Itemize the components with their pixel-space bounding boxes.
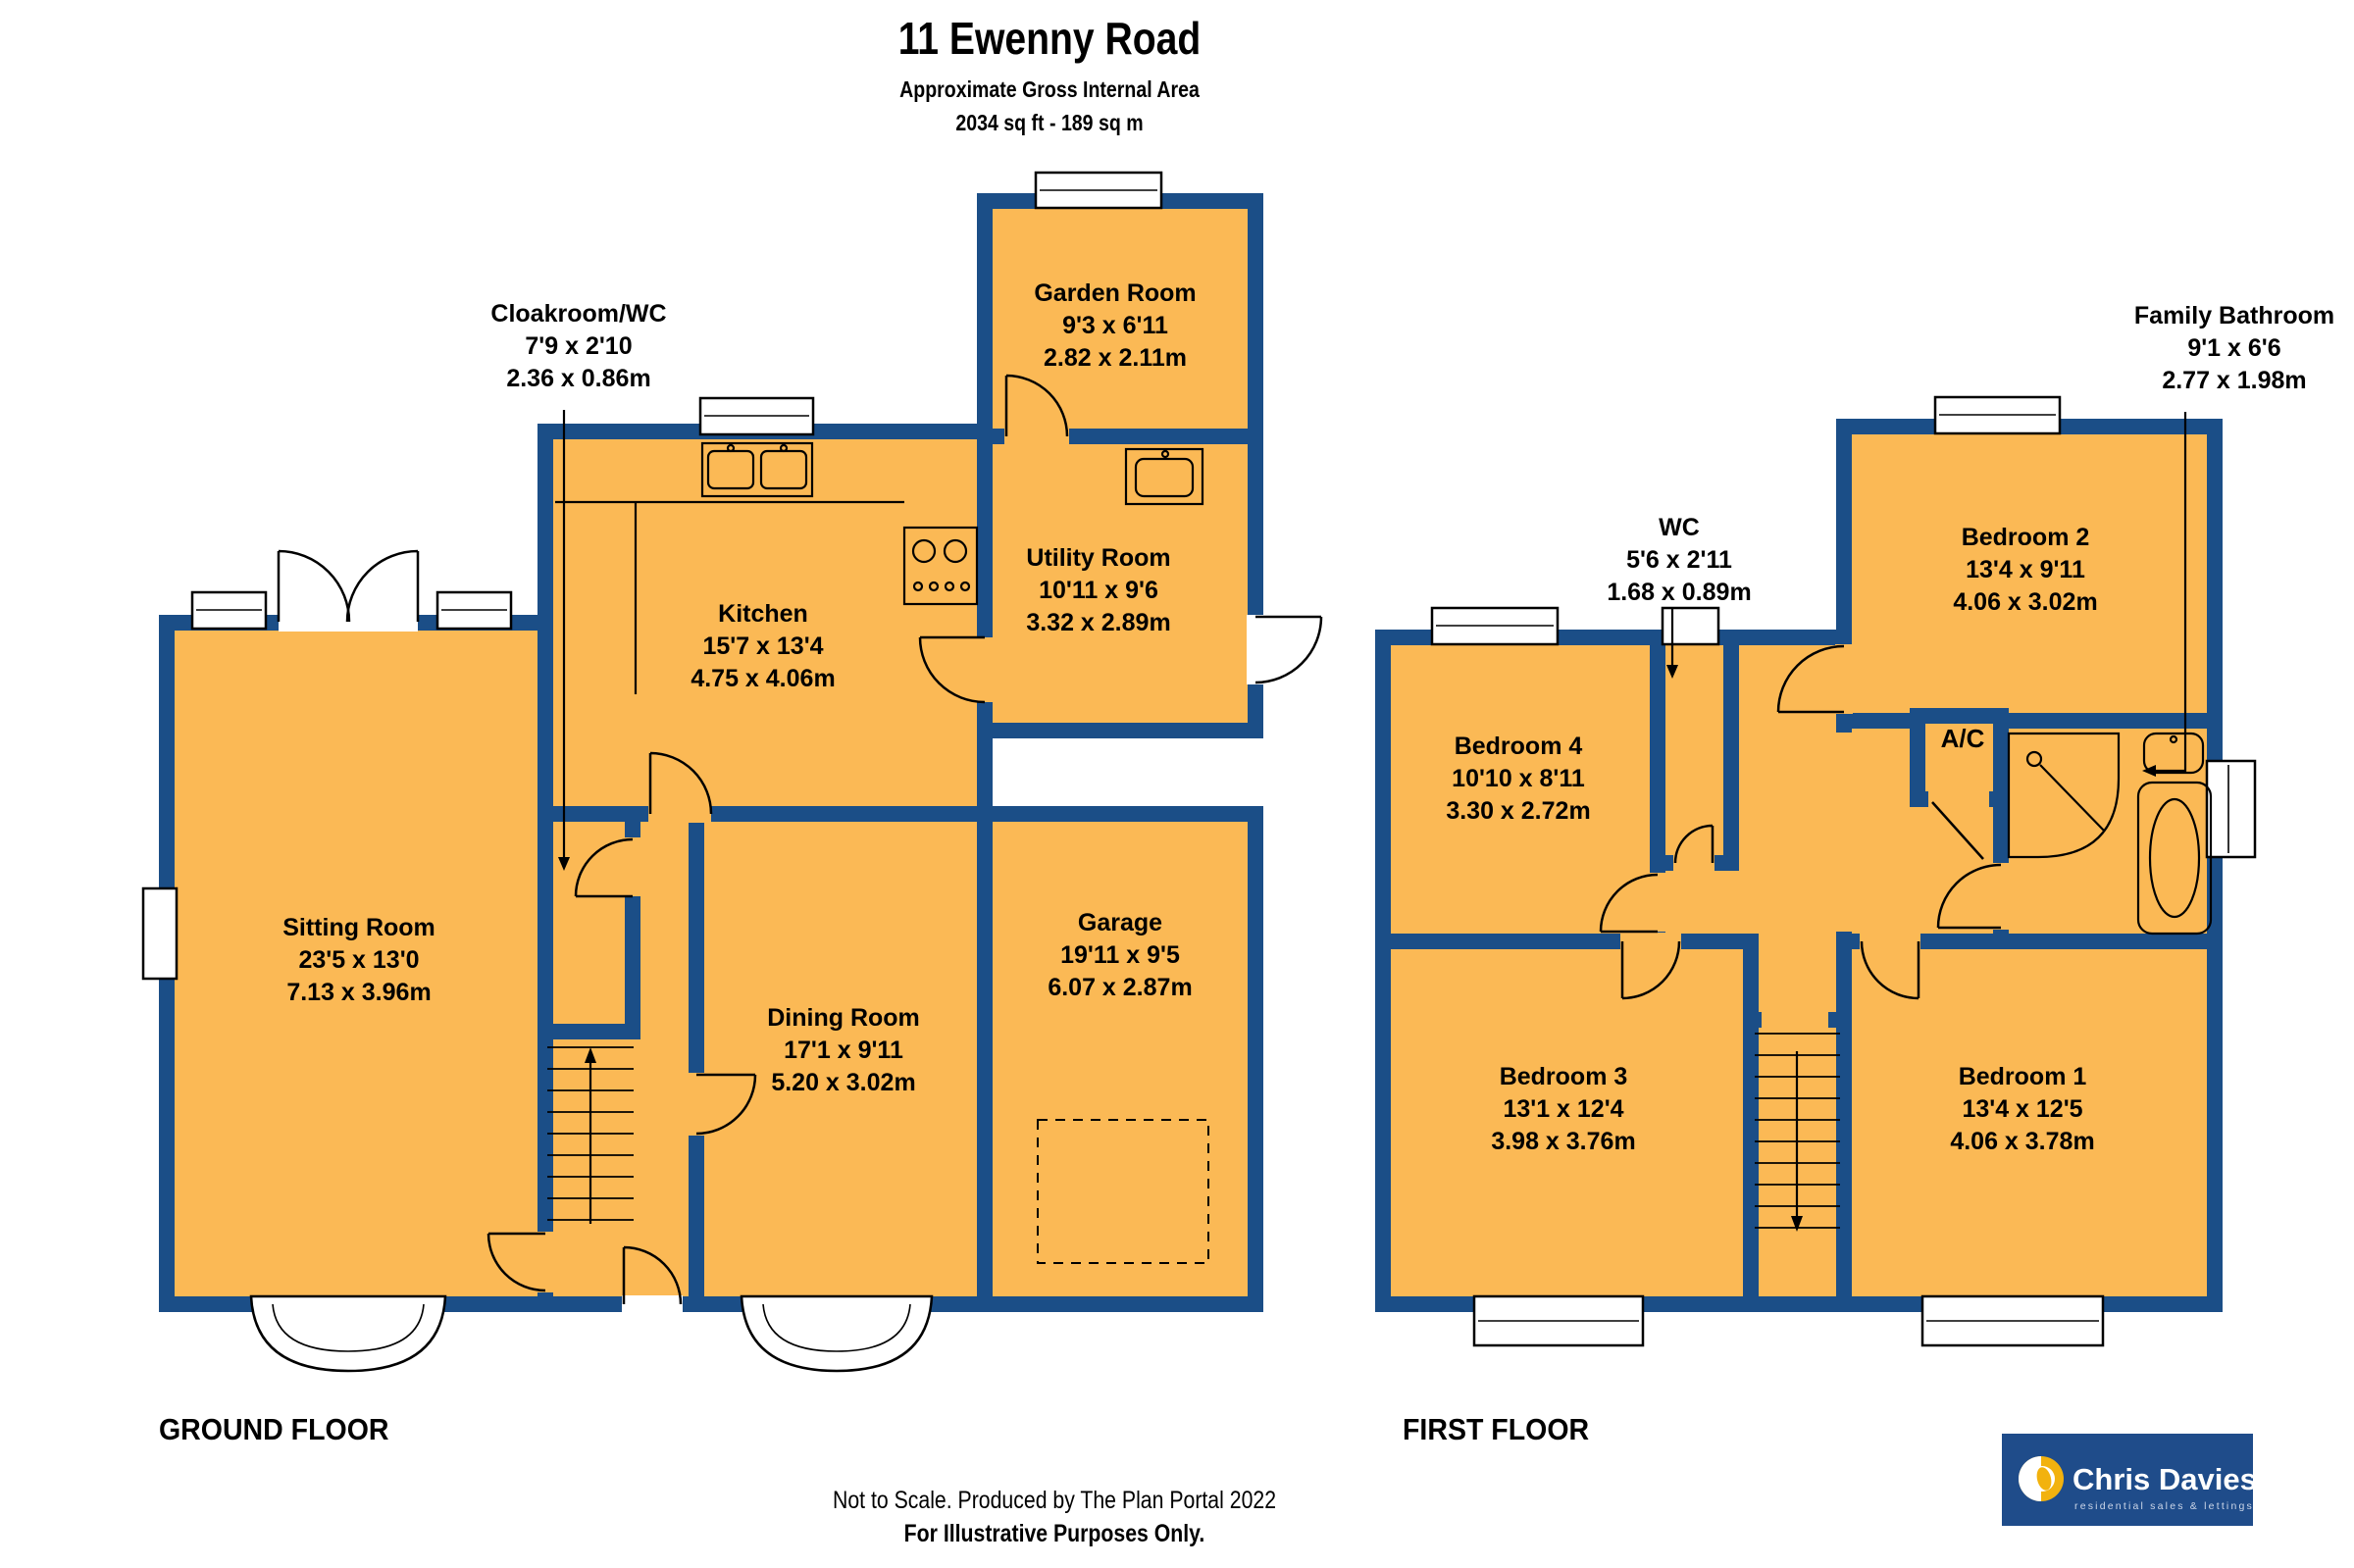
hob-icon <box>902 526 979 606</box>
utility-sink-icon <box>1124 447 1204 506</box>
label-dining-room: Dining Room 17'1 x 9'11 5.20 x 3.02m <box>767 1004 920 1096</box>
garage-door-outline <box>1037 1119 1209 1264</box>
kitchen-sink-icon <box>700 441 814 498</box>
label-bedroom-4: Bedroom 4 10'10 x 8'11 3.30 x 2.72m <box>1446 733 1591 825</box>
bay-window <box>740 1294 934 1373</box>
stairs-down-arrow <box>1791 1216 1803 1232</box>
label-utility-room: Utility Room 10'11 x 9'6 3.32 x 2.89m <box>1026 544 1171 636</box>
door-dining <box>695 1073 757 1136</box>
cloakroom-leader-arrow <box>558 410 570 871</box>
door-kitchen-utility <box>918 635 986 704</box>
chimney-recess <box>141 886 179 981</box>
first-floor-title: FIRST FLOOR <box>1403 1412 1590 1446</box>
ground-floor-door-openings <box>279 428 1264 1313</box>
bathroom-leader-arrow <box>2142 412 2187 777</box>
logo-tagline: residential sales & lettings <box>2074 1500 2253 1512</box>
ground-floor-doors <box>277 374 1323 1305</box>
door-bedroom1 <box>1860 940 1920 1000</box>
label-garden-room: Garden Room 9'3 x 6'11 2.82 x 2.11m <box>1034 279 1197 372</box>
page-area: 2034 sq ft - 189 sq m <box>955 110 1144 135</box>
label-cloakroom: Cloakroom/WC 7'9 x 2'10 2.36 x 0.86m <box>490 300 667 392</box>
footer-illustrative-note: For Illustrative Purposes Only. <box>903 1520 1205 1547</box>
first-floor-rooms <box>1375 419 2223 1312</box>
door-bathroom <box>1936 863 2002 930</box>
french-door <box>277 549 351 623</box>
logo-mark-icon <box>2019 1456 2064 1501</box>
shower-icon <box>2007 732 2121 859</box>
page-title: 11 Ewenny Road <box>897 13 1202 64</box>
front-door <box>622 1245 683 1305</box>
room-hall-area <box>537 806 704 1312</box>
first-floor-stairs <box>1755 1033 1840 1232</box>
first-floor-door-openings <box>1620 644 2010 1029</box>
label-sitting-room: Sitting Room 23'5 x 13'0 7.13 x 3.96m <box>282 914 435 1006</box>
first-floor-windows <box>1430 395 2257 1347</box>
door-utility-external <box>1254 615 1323 684</box>
cloakroom-wall <box>537 1024 640 1039</box>
label-family-bathroom: Family Bathroom 9'1 x 6'6 2.77 x 1.98m <box>2133 302 2335 394</box>
first-floor-plan <box>1375 395 2257 1347</box>
room-bedroom1-area <box>1836 934 2223 1312</box>
ground-floor-plan <box>141 171 1323 1373</box>
door-garden-room <box>1004 374 1069 437</box>
door-bedroom2 <box>1776 644 1845 714</box>
door-bedroom3 <box>1620 940 1681 1000</box>
first-floor-doors <box>1599 644 2002 1000</box>
logo-name: Chris Davies <box>2073 1462 2253 1496</box>
door-cloakroom <box>574 837 634 898</box>
ground-floor-windows <box>141 171 1163 1373</box>
basin-icon <box>2142 732 2205 775</box>
door-bedroom4 <box>1599 873 1659 934</box>
label-ac-cupboard: A/C <box>1940 724 1985 753</box>
ground-floor-stairs <box>547 1046 634 1224</box>
footer-scale-note: Not to Scale. Produced by The Plan Porta… <box>832 1487 1277 1514</box>
agency-logo: Chris Davies residential sales & letting… <box>2002 1434 2253 1526</box>
bathroom-fixtures <box>2007 732 2213 936</box>
window <box>1661 606 1720 646</box>
label-bedroom-1: Bedroom 1 13'4 x 12'5 4.06 x 3.78m <box>1950 1063 2095 1155</box>
room-utility-area <box>977 429 1263 738</box>
label-bedroom-3: Bedroom 3 13'1 x 12'4 3.98 x 3.76m <box>1491 1063 1636 1155</box>
stairs-up-arrow <box>585 1047 596 1063</box>
ground-floor-rooms <box>159 193 1263 1312</box>
ground-floor-title: GROUND FLOOR <box>159 1412 389 1446</box>
door-sitting <box>486 1232 546 1292</box>
page-subtitle: Approximate Gross Internal Area <box>899 76 1200 102</box>
room-garage-area <box>977 806 1263 1312</box>
ground-floor-fixtures <box>555 441 1209 1264</box>
bath-icon <box>2136 781 2213 936</box>
door-wc <box>1673 824 1714 864</box>
window <box>2205 759 2257 859</box>
french-door <box>345 549 420 623</box>
label-bedroom-2: Bedroom 2 13'4 x 9'11 4.06 x 3.02m <box>1953 524 2098 616</box>
label-wc: WC 5'6 x 2'11 1.68 x 0.89m <box>1607 514 1752 606</box>
room-bathroom-area <box>1993 713 2223 949</box>
door-ac-cupboard <box>1931 801 1984 860</box>
bay-window <box>249 1294 447 1373</box>
kitchen-counter <box>555 500 904 694</box>
wc-leader-arrow <box>1666 608 1678 679</box>
room-garden-area <box>977 193 1263 444</box>
door-kitchen <box>648 751 713 815</box>
label-kitchen: Kitchen 15'7 x 13'4 4.75 x 4.06m <box>691 600 836 692</box>
label-garage: Garage 19'11 x 9'5 6.07 x 2.87m <box>1048 909 1193 1001</box>
